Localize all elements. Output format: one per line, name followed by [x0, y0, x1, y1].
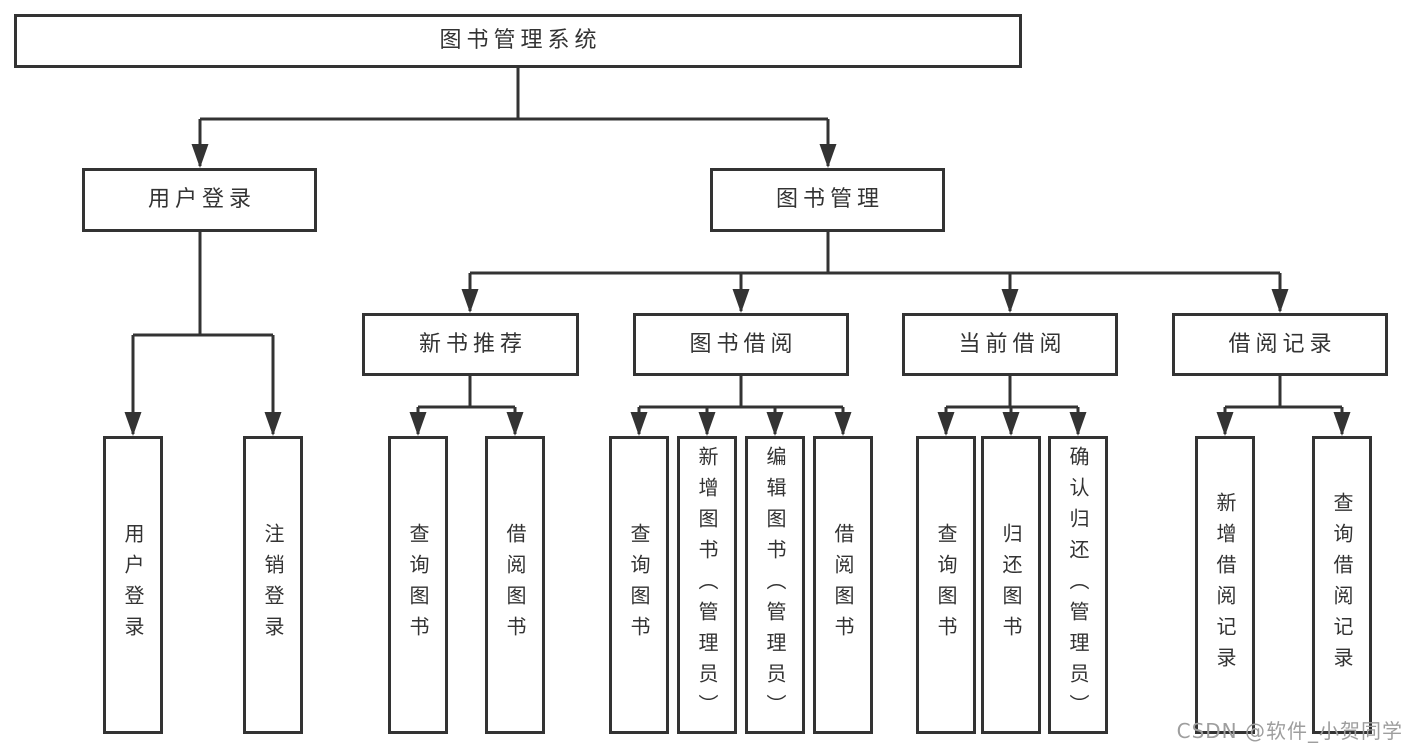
node-leaf-add-books-admin: 新增图书（管理员）	[677, 436, 737, 734]
node-label: 查询图书	[627, 523, 651, 647]
node-label: 归还图书	[999, 523, 1023, 647]
node-label: 图书管理系统	[439, 28, 602, 53]
tree-edges	[131, 68, 1344, 434]
node-leaf-query-books-3: 查询图书	[916, 436, 976, 734]
node-label: 新增借阅记录	[1213, 492, 1237, 678]
node-leaf-query-borrow-record: 查询借阅记录	[1312, 436, 1372, 734]
node-label: 图书借阅	[689, 331, 798, 357]
node-leaf-user-login: 用户登录	[103, 436, 163, 734]
node-label: 查询图书	[934, 523, 958, 647]
node-leaf-borrow-books-2: 借阅图书	[813, 436, 873, 734]
csdn-watermark: CSDN @软件_小贺同学	[1176, 719, 1403, 743]
node-label: 借阅图书	[503, 523, 527, 647]
node-leaf-edit-books-admin: 编辑图书（管理员）	[745, 436, 805, 734]
node-label: 用户登录	[121, 523, 145, 647]
node-leaf-logout: 注销登录	[243, 436, 303, 734]
node-label: 图书管理	[775, 187, 884, 212]
node-leaf-add-borrow-record: 新增借阅记录	[1195, 436, 1255, 734]
node-leaf-query-books-1: 查询图书	[388, 436, 448, 734]
node-label: 注销登录	[261, 523, 285, 647]
node-label: 编辑图书（管理员）	[763, 445, 787, 725]
node-leaf-query-books-2: 查询图书	[609, 436, 669, 734]
node-label: 确认归还（管理员）	[1066, 445, 1090, 725]
node-leaf-borrow-books-1: 借阅图书	[485, 436, 545, 734]
node-label: 查询图书	[406, 523, 430, 647]
node-library-management-system: 图书管理系统	[14, 14, 1022, 68]
node-label: 借阅记录	[1228, 331, 1337, 357]
node-label: 借阅图书	[831, 523, 855, 647]
node-leaf-return-books: 归还图书	[981, 436, 1041, 734]
node-label: 新书推荐	[418, 331, 527, 357]
node-leaf-confirm-return-admin: 确认归还（管理员）	[1048, 436, 1108, 734]
node-borrow-records: 借阅记录	[1172, 313, 1388, 376]
node-label: 新增图书（管理员）	[695, 445, 719, 725]
node-book-management: 图书管理	[710, 168, 945, 232]
node-user-login: 用户登录	[82, 168, 317, 232]
node-label: 用户登录	[147, 187, 256, 212]
node-current-borrow: 当前借阅	[902, 313, 1118, 376]
node-label: 当前借阅	[958, 331, 1067, 357]
node-book-borrow: 图书借阅	[633, 313, 849, 376]
node-label: 查询借阅记录	[1330, 492, 1354, 678]
node-new-book-recommend: 新书推荐	[362, 313, 579, 376]
